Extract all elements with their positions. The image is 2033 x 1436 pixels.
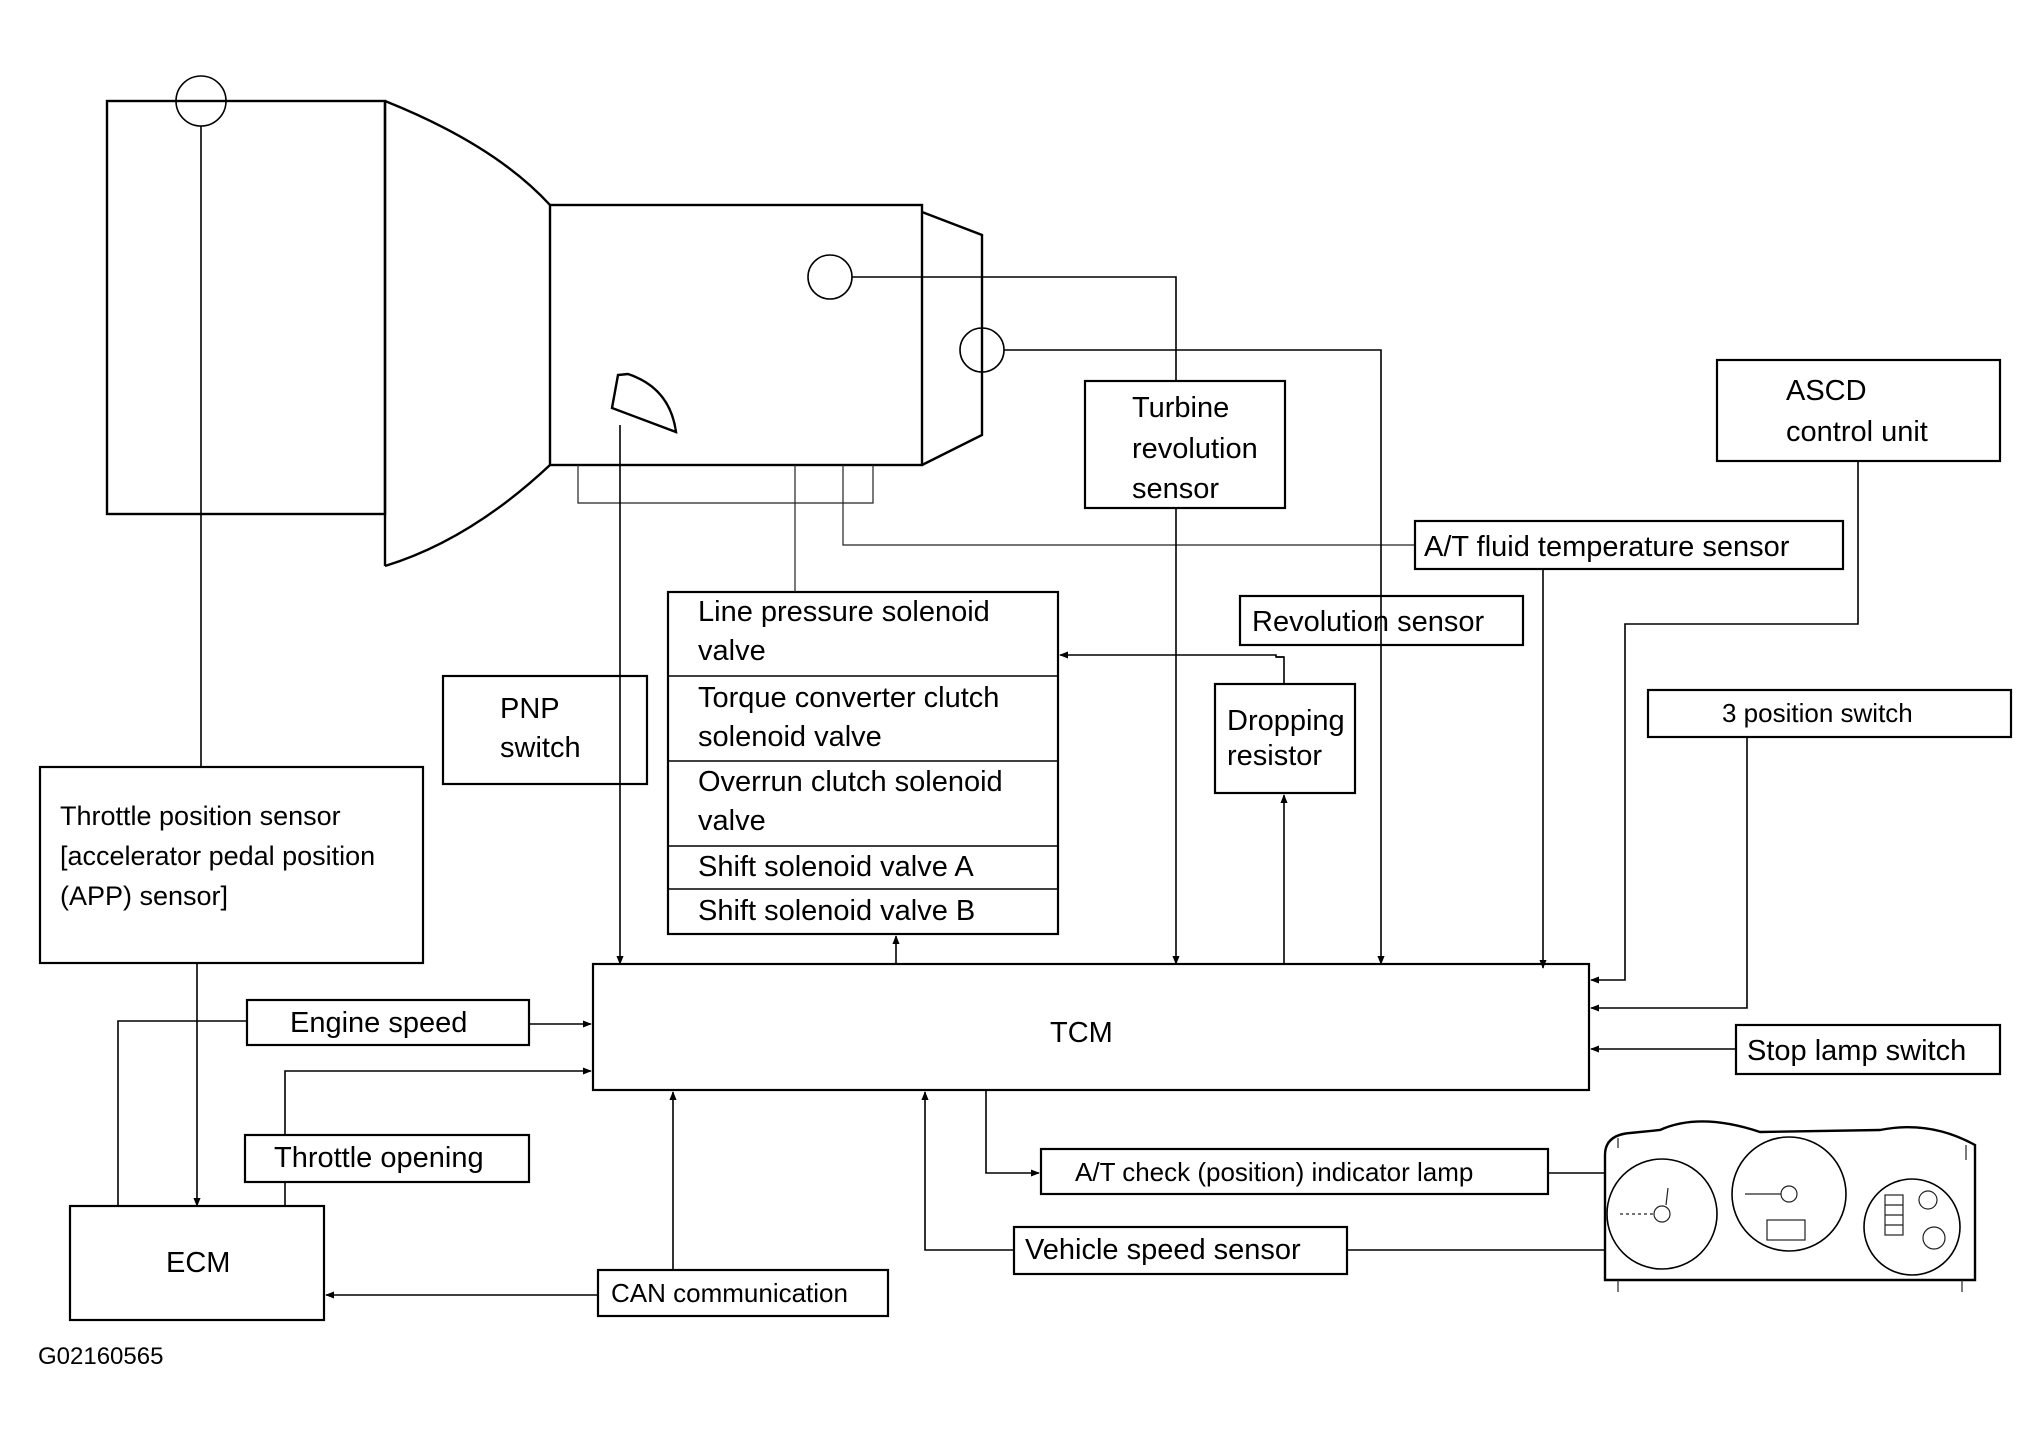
throttle-sensor-label-2: [accelerator pedal position bbox=[60, 841, 375, 871]
throttle-position-sensor-box: Throttle position sensor [accelerator pe… bbox=[38, 765, 425, 965]
dropping-label-1: Dropping bbox=[1227, 705, 1345, 737]
overrun-clutch-label-1: Overrun clutch solenoid bbox=[698, 766, 1003, 798]
throttle-opening-box: Throttle opening bbox=[243, 1133, 531, 1184]
pnp-label-2: switch bbox=[500, 732, 581, 764]
turbine-sensor-connector-icon bbox=[807, 254, 853, 300]
ecm-label: ECM bbox=[166, 1247, 230, 1279]
fluid-temperature-sensor-box: A/T fluid temperature sensor bbox=[1413, 519, 1845, 571]
figure-id: G02160565 bbox=[38, 1343, 163, 1370]
pnp-switch-icon bbox=[610, 372, 678, 434]
revolution-sensor-label: Revolution sensor bbox=[1252, 606, 1484, 638]
three-position-switch-box: 3 position switch bbox=[1646, 688, 2013, 739]
pnp-label-1: PNP bbox=[500, 693, 560, 725]
can-communication-label: CAN communication bbox=[611, 1278, 848, 1308]
ascd-label-1: ASCD bbox=[1786, 375, 1867, 407]
throttle-sensor-label-3: (APP) sensor] bbox=[60, 881, 228, 911]
can-communication-box: CAN communication bbox=[596, 1268, 890, 1318]
dropping-label-2: resistor bbox=[1227, 740, 1322, 772]
pnp-switch-box: PNP switch bbox=[441, 674, 649, 786]
turbine-label-3: sensor bbox=[1132, 473, 1219, 505]
engine-speed-box: Engine speed bbox=[245, 998, 531, 1047]
line-pressure-label-1: Line pressure solenoid bbox=[698, 596, 990, 628]
stop-lamp-label: Stop lamp switch bbox=[1747, 1035, 1966, 1067]
line-pressure-label-2: valve bbox=[698, 635, 766, 667]
stop-lamp-switch-box: Stop lamp switch bbox=[1734, 1023, 2002, 1076]
ecm-box: ECM bbox=[68, 1204, 326, 1322]
turbine-label-2: revolution bbox=[1132, 433, 1258, 465]
torque-converter-label-1: Torque converter clutch bbox=[698, 682, 999, 714]
turbine-revolution-sensor-box: Turbine revolution sensor bbox=[1083, 379, 1287, 510]
at-check-lamp-label: A/T check (position) indicator lamp bbox=[1075, 1157, 1473, 1187]
shift-a-label: Shift solenoid valve A bbox=[698, 851, 974, 883]
transmission-illustration-icon bbox=[105, 75, 1415, 568]
engine-speed-label: Engine speed bbox=[290, 1007, 467, 1039]
vehicle-speed-sensor-box: Vehicle speed sensor bbox=[1012, 1225, 1349, 1276]
ascd-control-unit-box: ASCD control unit bbox=[1715, 358, 2002, 463]
overrun-clutch-label-2: valve bbox=[698, 805, 766, 837]
fluid-temp-label: A/T fluid temperature sensor bbox=[1424, 531, 1790, 563]
torque-converter-label-2: solenoid valve bbox=[698, 721, 882, 753]
throttle-opening-label: Throttle opening bbox=[274, 1142, 484, 1174]
shift-b-label: Shift solenoid valve B bbox=[698, 895, 975, 927]
vehicle-speed-label: Vehicle speed sensor bbox=[1025, 1234, 1301, 1266]
three-position-label: 3 position switch bbox=[1722, 698, 1913, 728]
turbine-label-1: Turbine bbox=[1132, 392, 1229, 424]
solenoid-valve-stack: Line pressure solenoid valve Torque conv… bbox=[666, 590, 1060, 936]
tcm-label: TCM bbox=[1050, 1017, 1113, 1049]
tcm-box: TCM bbox=[591, 962, 1591, 1092]
dropping-resistor-box: Dropping resistor bbox=[1213, 682, 1357, 795]
throttle-sensor-label-1: Throttle position sensor bbox=[60, 801, 341, 831]
at-check-indicator-lamp-box: A/T check (position) indicator lamp bbox=[1039, 1147, 1550, 1196]
instrument-cluster-icon bbox=[1603, 1120, 1977, 1292]
ascd-label-2: control unit bbox=[1786, 416, 1928, 448]
